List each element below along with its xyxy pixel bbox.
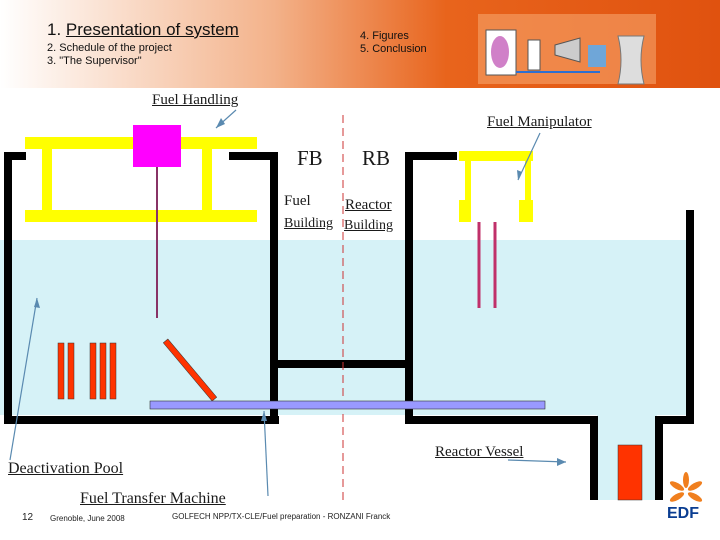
- label-fuel-handling: Fuel Handling: [152, 92, 239, 108]
- arrow-heads: [34, 118, 566, 466]
- vessel-fuel: [617, 444, 643, 501]
- label-fb: FB: [297, 146, 323, 170]
- label-reactor: Reactor: [345, 197, 392, 213]
- section-title: 1. Presentation of system: [47, 20, 239, 39]
- label-building-right: Building: [344, 218, 394, 233]
- footer-place-date: Grenoble, June 2008: [50, 514, 125, 523]
- agenda-item-2: 2. Schedule of the project: [47, 42, 172, 54]
- label-deactivation-pool: Deactivation Pool: [8, 460, 124, 477]
- page-number: 12: [22, 512, 34, 523]
- edf-logo-text: EDF: [667, 505, 699, 522]
- transfer-tube: [149, 400, 546, 410]
- tilted-fuel: [162, 338, 218, 402]
- label-fuel-transfer-machine: Fuel Transfer Machine: [80, 490, 226, 507]
- label-building-left: Building: [284, 216, 334, 231]
- label-reactor-vessel: Reactor Vessel: [435, 444, 524, 460]
- footer-reference: GOLFECH NPP/TX-CLE/Fuel preparation - RO…: [172, 512, 391, 521]
- fuel-manipulator: [459, 151, 533, 222]
- trolley: [133, 125, 181, 167]
- agenda-item-5: 5. Conclusion: [360, 43, 427, 55]
- pool-walls: [4, 152, 694, 500]
- label-fuel-manipulator: Fuel Manipulator: [487, 114, 592, 130]
- stored-fuel: [57, 342, 117, 400]
- label-fuel: Fuel: [284, 193, 311, 209]
- agenda-item-4: 4. Figures: [360, 30, 409, 42]
- agenda-item-3: 3. "The Supervisor": [47, 55, 142, 67]
- label-rb: RB: [362, 146, 391, 170]
